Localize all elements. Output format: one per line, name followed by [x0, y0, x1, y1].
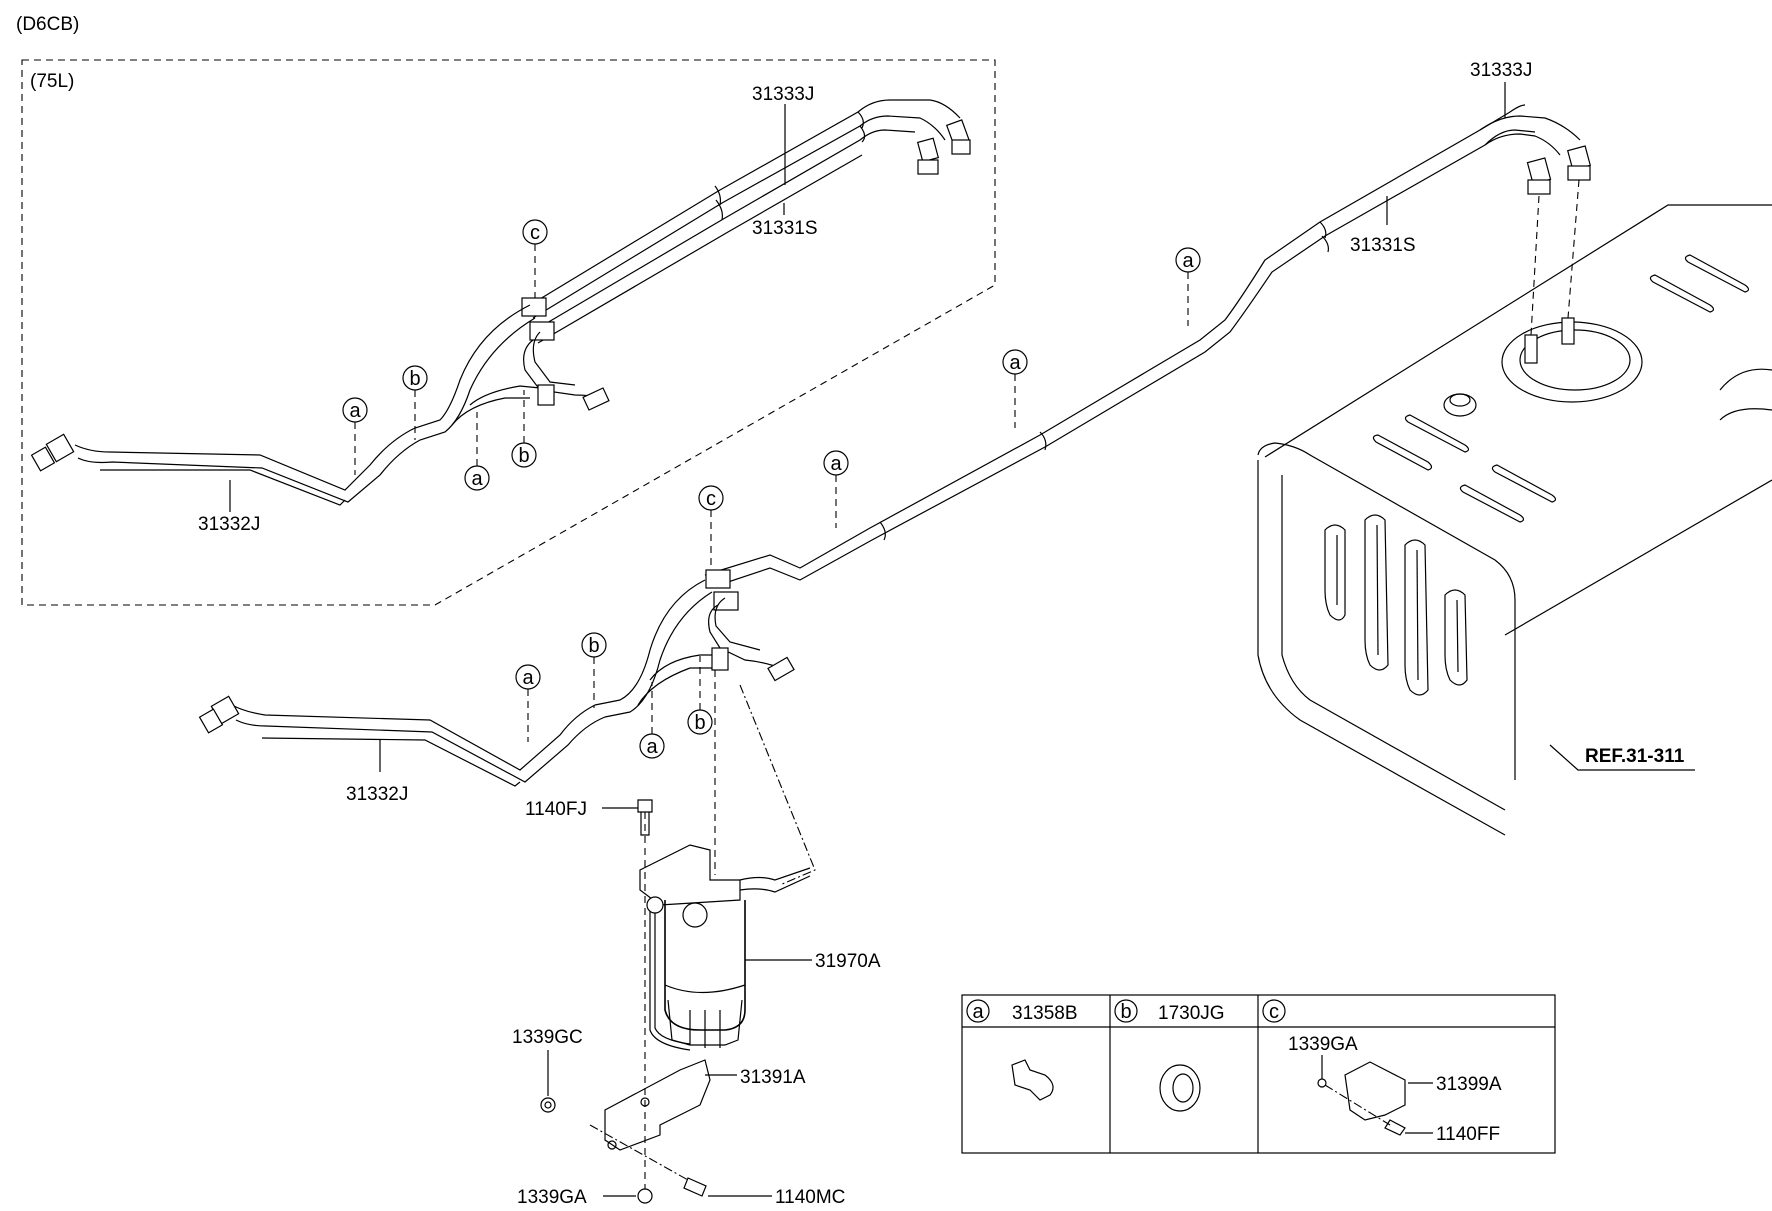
label-tank-ref: REF.31-311 [1585, 746, 1685, 767]
inset-callout-b2: b [511, 390, 537, 468]
model-code-label: (D6CB) [16, 14, 79, 35]
svg-text:a: a [349, 400, 361, 422]
legend-c-bracket: 31399A [1436, 1074, 1502, 1095]
svg-text:c: c [530, 222, 540, 244]
svg-text:a: a [972, 1001, 984, 1023]
bracket-drawing [540, 1059, 711, 1204]
inset-callout-c: c [522, 219, 548, 298]
legend-part-b: 1730JG [1158, 1003, 1225, 1024]
main-callout-b1: b [581, 632, 607, 708]
svg-text:b: b [518, 445, 529, 467]
main-callout-a3: a [639, 682, 665, 759]
main-callout-c: c [698, 485, 724, 568]
svg-text:b: b [588, 635, 599, 657]
svg-text:a: a [830, 453, 842, 475]
label-31391a: 31391A [740, 1067, 806, 1088]
legend-col-b: b 1730JG [1114, 999, 1225, 1112]
main-callout-b2: b [687, 656, 713, 735]
svg-text:a: a [471, 468, 483, 490]
label-main-31333j: 31333J [1470, 60, 1532, 81]
main-callout-a-mid: a [1002, 349, 1028, 428]
svg-text:c: c [1269, 1001, 1279, 1023]
svg-text:b: b [694, 712, 705, 734]
legend-c-nut: 1339GA [1288, 1034, 1358, 1055]
svg-text:a: a [1182, 250, 1194, 272]
legend-col-a: a 31358B [966, 999, 1078, 1101]
svg-text:a: a [1009, 352, 1021, 374]
inset-pipe-assembly [30, 99, 971, 506]
label-main-31331s: 31331S [1350, 235, 1416, 256]
legend-part-a: 31358B [1012, 1003, 1078, 1024]
svg-text:a: a [646, 736, 658, 758]
fuel-tank-drawing [1257, 179, 1772, 836]
label-1140fj: 1140FJ [525, 799, 587, 820]
main-callout-a2: a [515, 664, 541, 742]
label-31970a: 31970A [815, 951, 881, 972]
label-inset-31332j: 31332J [198, 514, 260, 535]
main-pipe-assembly [198, 104, 1592, 787]
svg-text:b: b [1120, 1001, 1131, 1023]
svg-text:c: c [706, 488, 716, 510]
legend-col-c: c 1339GA 31399A 1140FF [1262, 999, 1502, 1145]
svg-text:b: b [409, 368, 420, 390]
label-1339ga: 1339GA [517, 1187, 587, 1208]
inset-callout-a2: a [464, 412, 490, 491]
inset-label: (75L) [30, 71, 74, 92]
inset-callout-b1: b [402, 365, 428, 440]
tank-ref-leader [1549, 744, 1695, 771]
fuel-filter-drawing [637, 799, 811, 1195]
main-callout-a-top: a [1175, 247, 1201, 326]
label-1140mc: 1140MC [775, 1187, 845, 1208]
label-inset-31331s: 31331S [752, 218, 818, 239]
legend-c-bolt: 1140FF [1436, 1124, 1500, 1145]
svg-text:a: a [522, 667, 534, 689]
label-1339gc: 1339GC [512, 1027, 583, 1048]
label-inset-31333j: 31333J [752, 84, 814, 105]
parts-legend-table: a 31358B b 1730JG c 1339GA 31399A 1140FF [961, 994, 1556, 1154]
main-callout-a-low: a [823, 450, 849, 528]
inset-callout-a1: a [342, 397, 368, 475]
inset-boundary [21, 59, 996, 606]
filter-return-dashline [739, 684, 816, 886]
label-main-31332j: 31332J [346, 784, 408, 805]
